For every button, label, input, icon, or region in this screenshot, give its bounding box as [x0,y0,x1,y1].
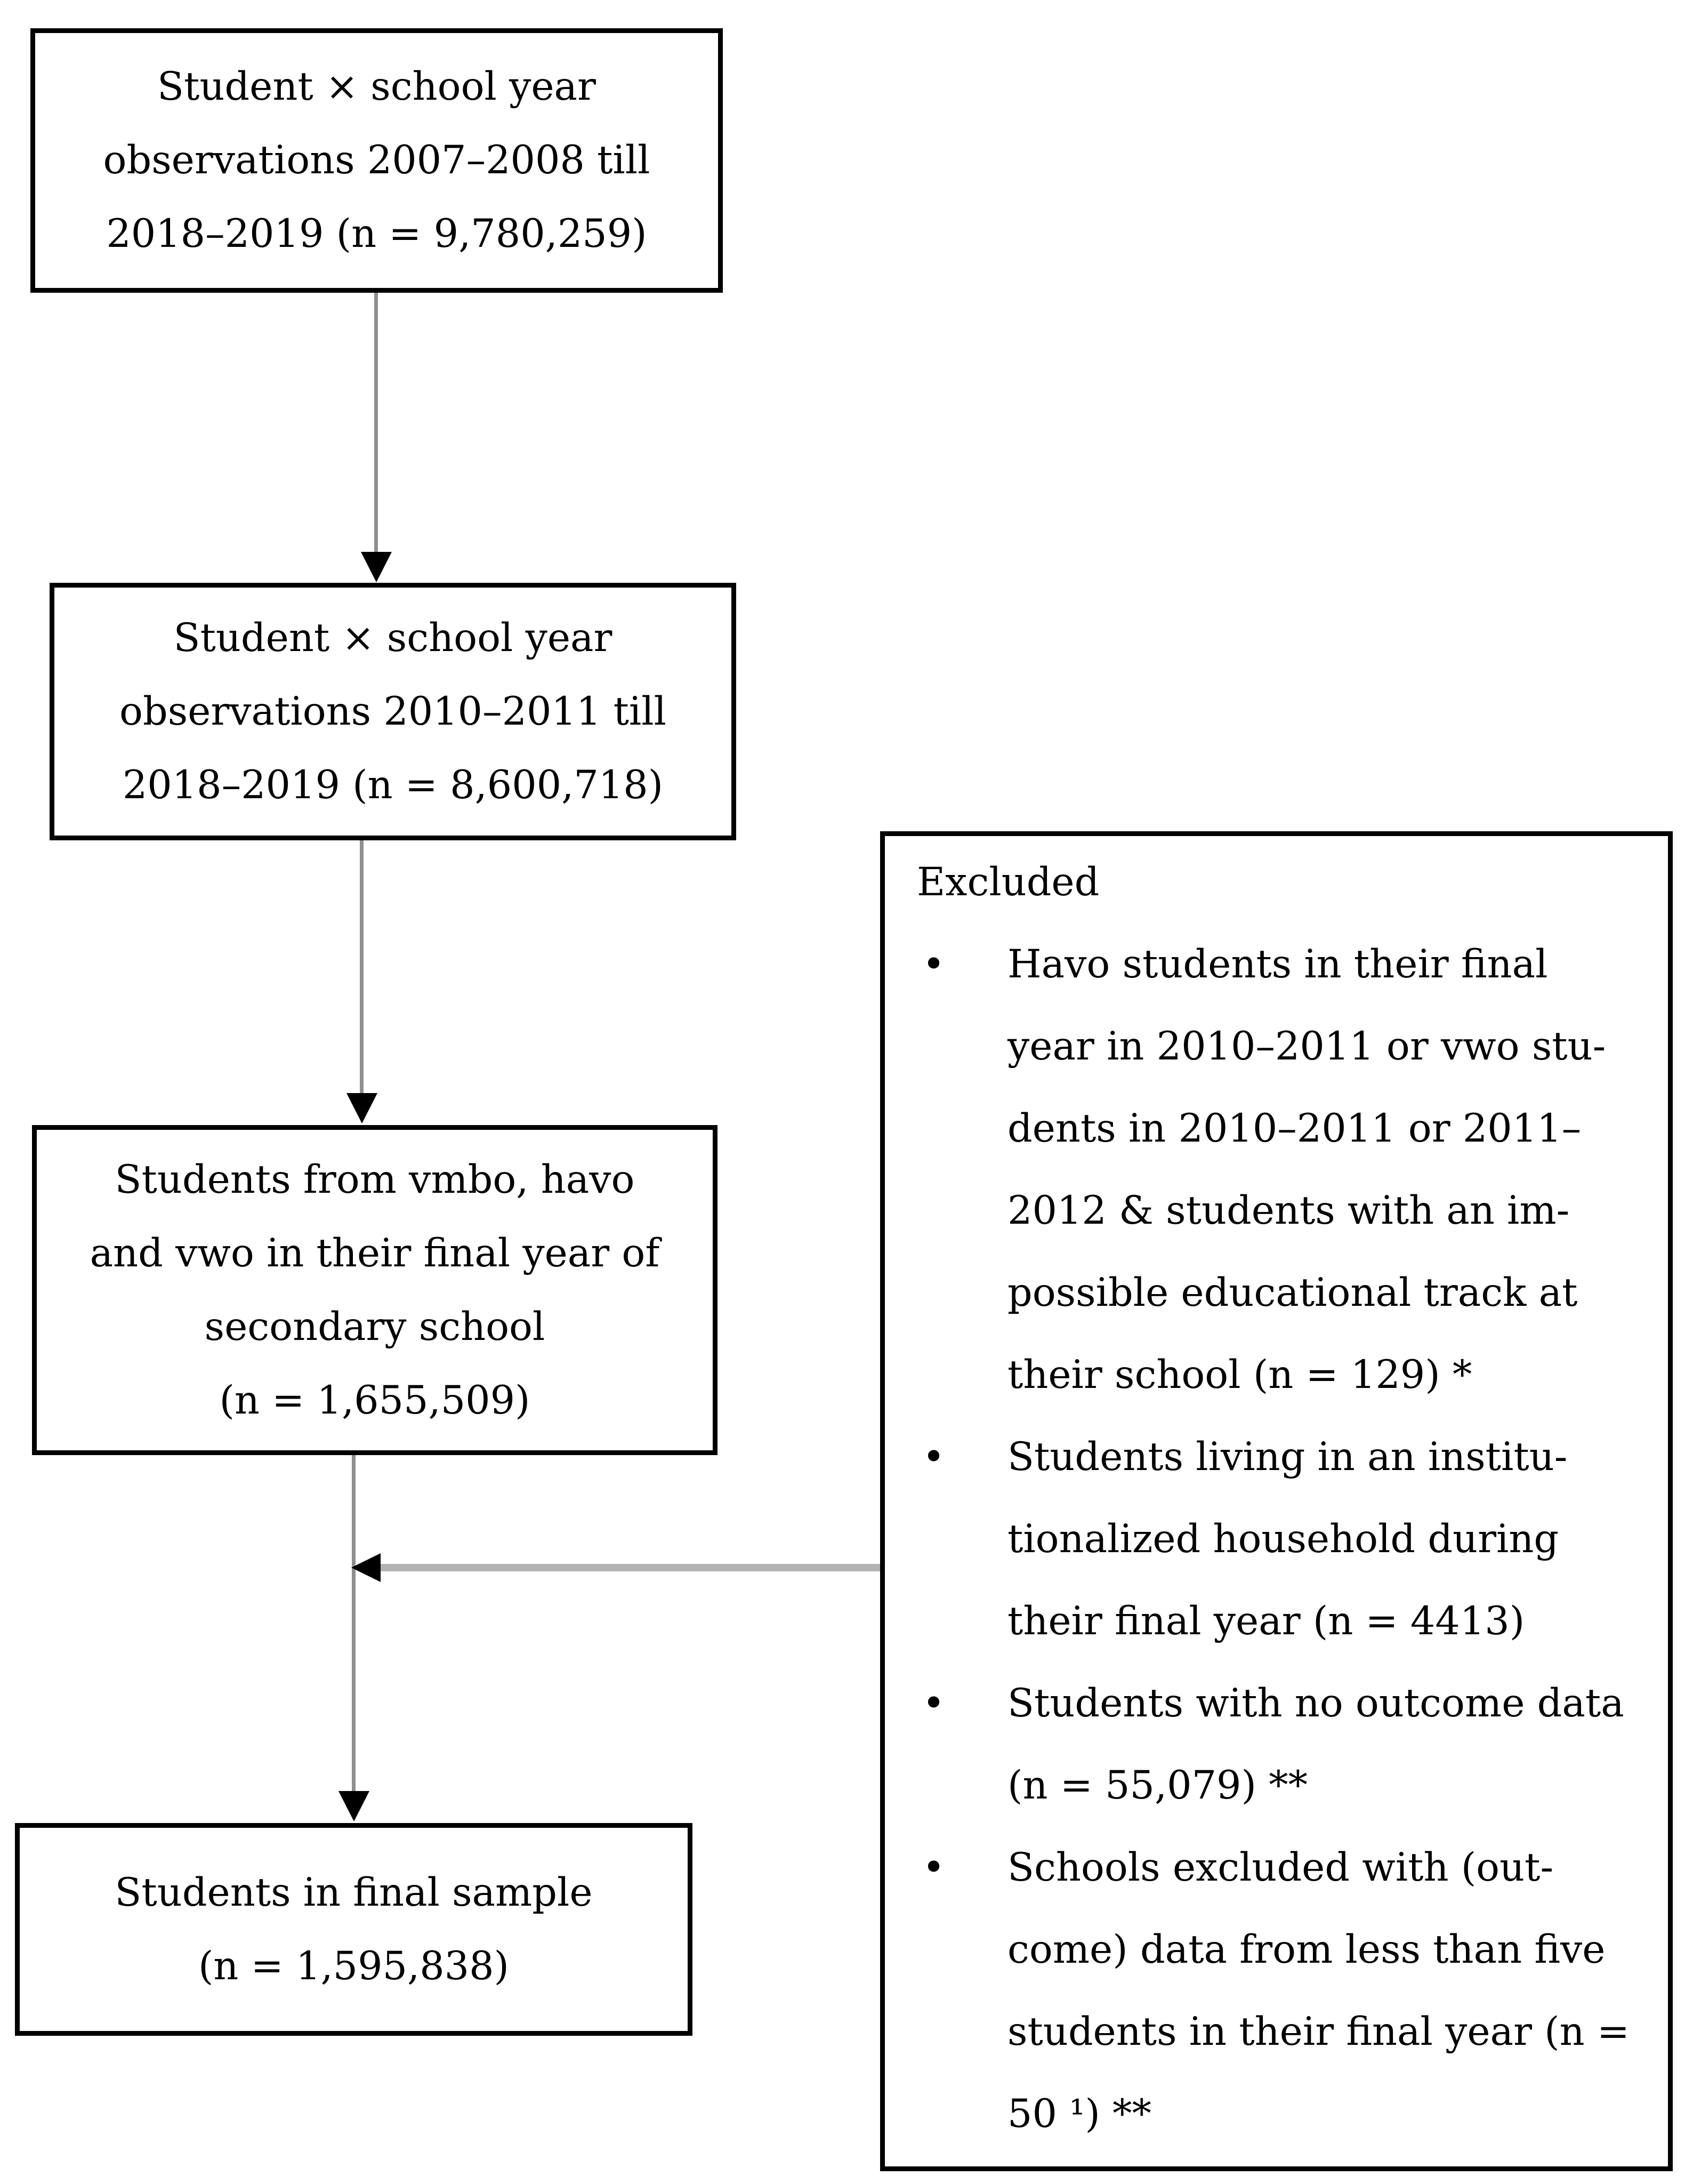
bullet-icon: • [922,942,946,987]
arrowhead-down-icon [338,1791,369,1821]
excluded-title: Excluded [917,860,1100,905]
connector-line-box3-box4 [352,1455,356,1791]
bullet-icon: • [922,1845,946,1890]
connector-line-box1-box2 [374,293,378,552]
box-final-year-students: Students from vmbo, havo and vwo in thei… [32,1125,717,1455]
bullet-icon: • [922,1681,946,1726]
arrowhead-down-icon [346,1093,377,1123]
bullet-icon: • [922,1434,946,1480]
connector-line-box2-box3 [360,840,364,1093]
excluded-item: • Students living in an institu- tionali… [917,1416,1649,1663]
excluded-item: • Havo students in their final year in 2… [917,924,1649,1416]
arrowhead-down-icon [361,552,392,582]
excluded-item: • Students with no outcome data (n = 55,… [917,1663,1649,1827]
box-final-sample: Students in final sample (n = 1,595,838) [15,1823,692,2036]
connector-line-excluded [380,1564,880,1571]
box-observations-2010-2011: Student × school year observations 2010–… [50,583,736,840]
box-observations-2007-2008: Student × school year observations 2007–… [30,28,723,293]
arrowhead-left-icon [351,1553,381,1582]
excluded-item-text: Schools excluded with (out- come) data f… [1007,1845,1630,2137]
excluded-item-text: Students with no outcome data (n = 55,07… [1007,1681,1624,1808]
excluded-item: • Schools excluded with (out- come) data… [917,1827,1649,2155]
excluded-item-text: Havo students in their final year in 201… [1007,942,1606,1398]
box-excluded: Excluded • Havo students in their final … [880,831,1673,2171]
excluded-item-text: Students living in an institu- tionalize… [1007,1434,1568,1644]
